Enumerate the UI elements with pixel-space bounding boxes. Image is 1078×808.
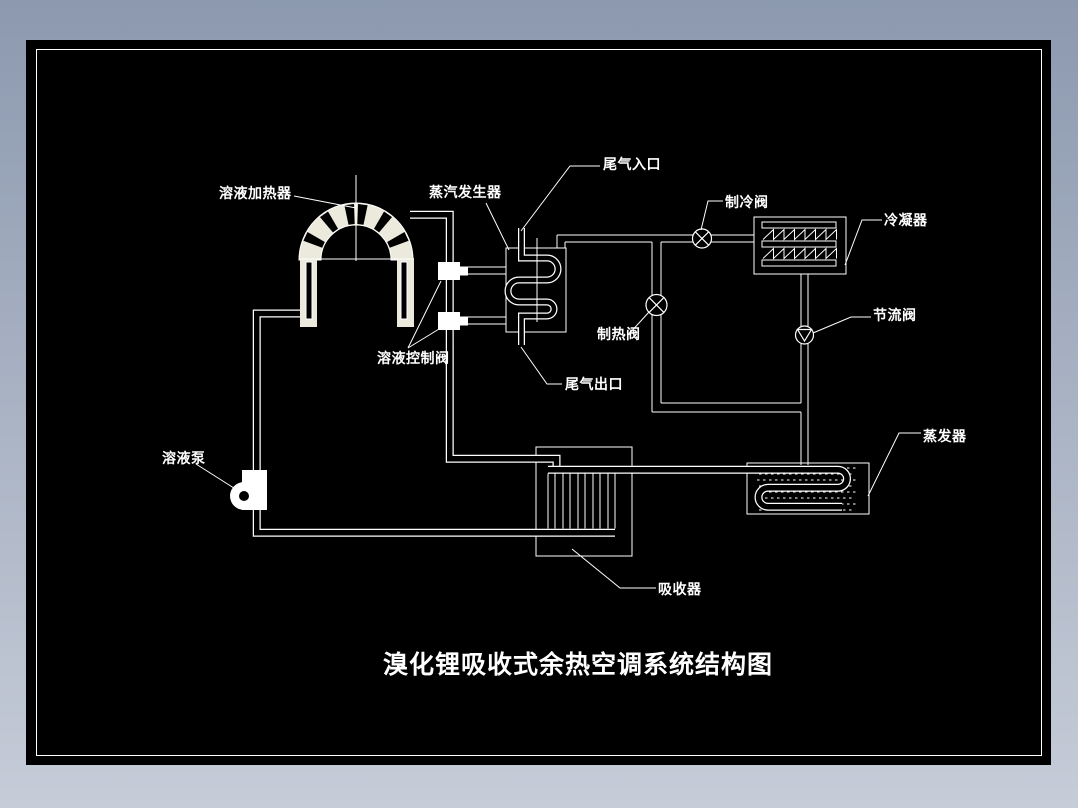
absorber-coils [547,473,616,529]
label-solution-control-valve: 溶液控制阀 [377,350,450,366]
refrigerant-pipes [468,234,809,465]
heater-wedges [303,204,409,248]
solution-heater [298,175,414,327]
solution-pipes [252,210,851,537]
label-absorber: 吸收器 [658,581,702,597]
label-heating-valve: 制热阀 [597,326,641,342]
label-cooling-valve: 制冷阀 [725,194,769,210]
label-throttle-valve: 节流阀 [873,307,917,323]
label-evaporator: 蒸发器 [923,428,967,444]
condenser-coils [761,221,837,267]
solution-control-valves [438,262,468,330]
label-solution-pump: 溶液泵 [162,450,206,466]
throttle-valve-symbol [794,325,815,345]
drawing-title: 溴化锂吸收式余热空调系统结构图 [383,651,774,679]
solution-pump-symbol [230,470,267,510]
label-exhaust-inlet: 尾气入口 [603,156,661,172]
cooling-valve-symbol [691,228,713,249]
label-condenser: 冷凝器 [884,212,928,228]
heating-valve-symbol [645,293,668,317]
label-exhaust-outlet: 尾气出口 [565,376,623,392]
condenser-box [753,216,847,275]
absorber-box [535,446,633,557]
leader-lines [195,165,921,589]
label-solution-heater: 溶液加热器 [219,185,292,201]
sheet-frame [26,40,1051,765]
label-steam-generator: 蒸汽发生器 [429,184,502,200]
